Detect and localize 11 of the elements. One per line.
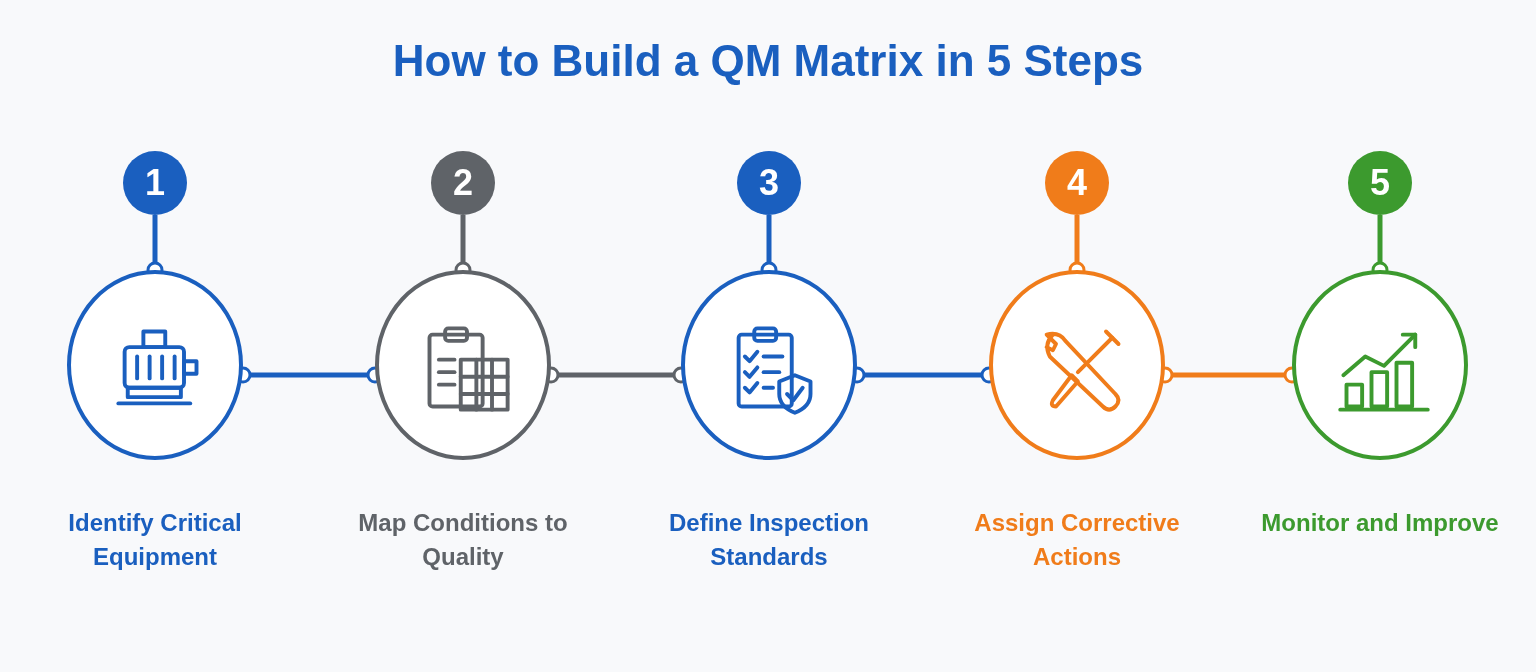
- step-number-circle: 5: [1348, 151, 1412, 215]
- step-label: Map Conditions to Quality: [357, 508, 569, 572]
- step-label: Identify Critical Equipment: [67, 508, 243, 572]
- title: How to Build a QM Matrix in 5 Steps: [392, 36, 1144, 86]
- step-number-circle: 1: [123, 151, 187, 215]
- step-label: Assign Corrective Actions: [973, 508, 1181, 572]
- step-label: Define Inspection Standards: [668, 508, 870, 572]
- step-number-circle: 3: [737, 151, 801, 215]
- step-number-circle: 2: [431, 151, 495, 215]
- step-label: Monitor and Improve: [1260, 508, 1500, 538]
- step-number-circle: 4: [1045, 151, 1109, 215]
